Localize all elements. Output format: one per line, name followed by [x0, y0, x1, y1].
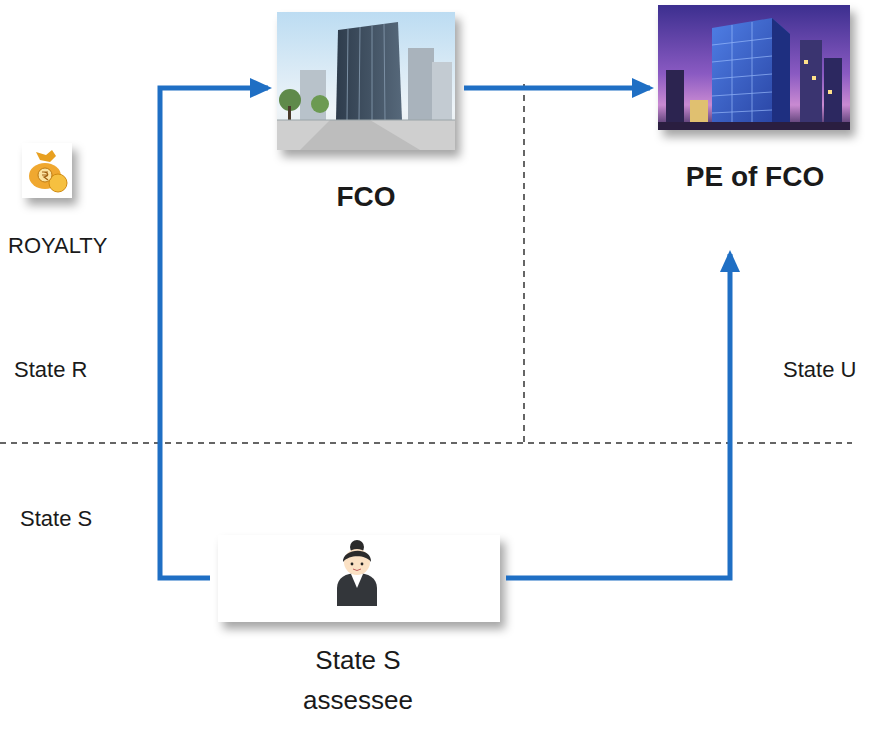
picture-node: State S assessee: [210, 528, 506, 724]
office-building-photo: [277, 12, 455, 150]
region-label: State U: [783, 357, 856, 383]
state-boundary: [523, 84, 525, 443]
flow-arrow: [464, 86, 650, 91]
night-building-photo: [658, 5, 850, 130]
money-bag-icon: [22, 143, 72, 198]
flow-arrow: [506, 254, 730, 578]
picture-node: PE of FCO: [650, 0, 860, 254]
state-boundary: [0, 442, 852, 444]
node-label: FCO: [268, 180, 464, 214]
flow-arrow: [160, 88, 268, 578]
person-icon: [218, 535, 500, 622]
region-label: State R: [14, 357, 87, 383]
region-label: ROYALTY: [8, 233, 107, 259]
region-label: State S: [20, 506, 92, 532]
picture-node: FCO: [268, 8, 464, 214]
node-label: PE of FCO: [650, 160, 860, 194]
node-label: State S assessee: [273, 640, 443, 720]
